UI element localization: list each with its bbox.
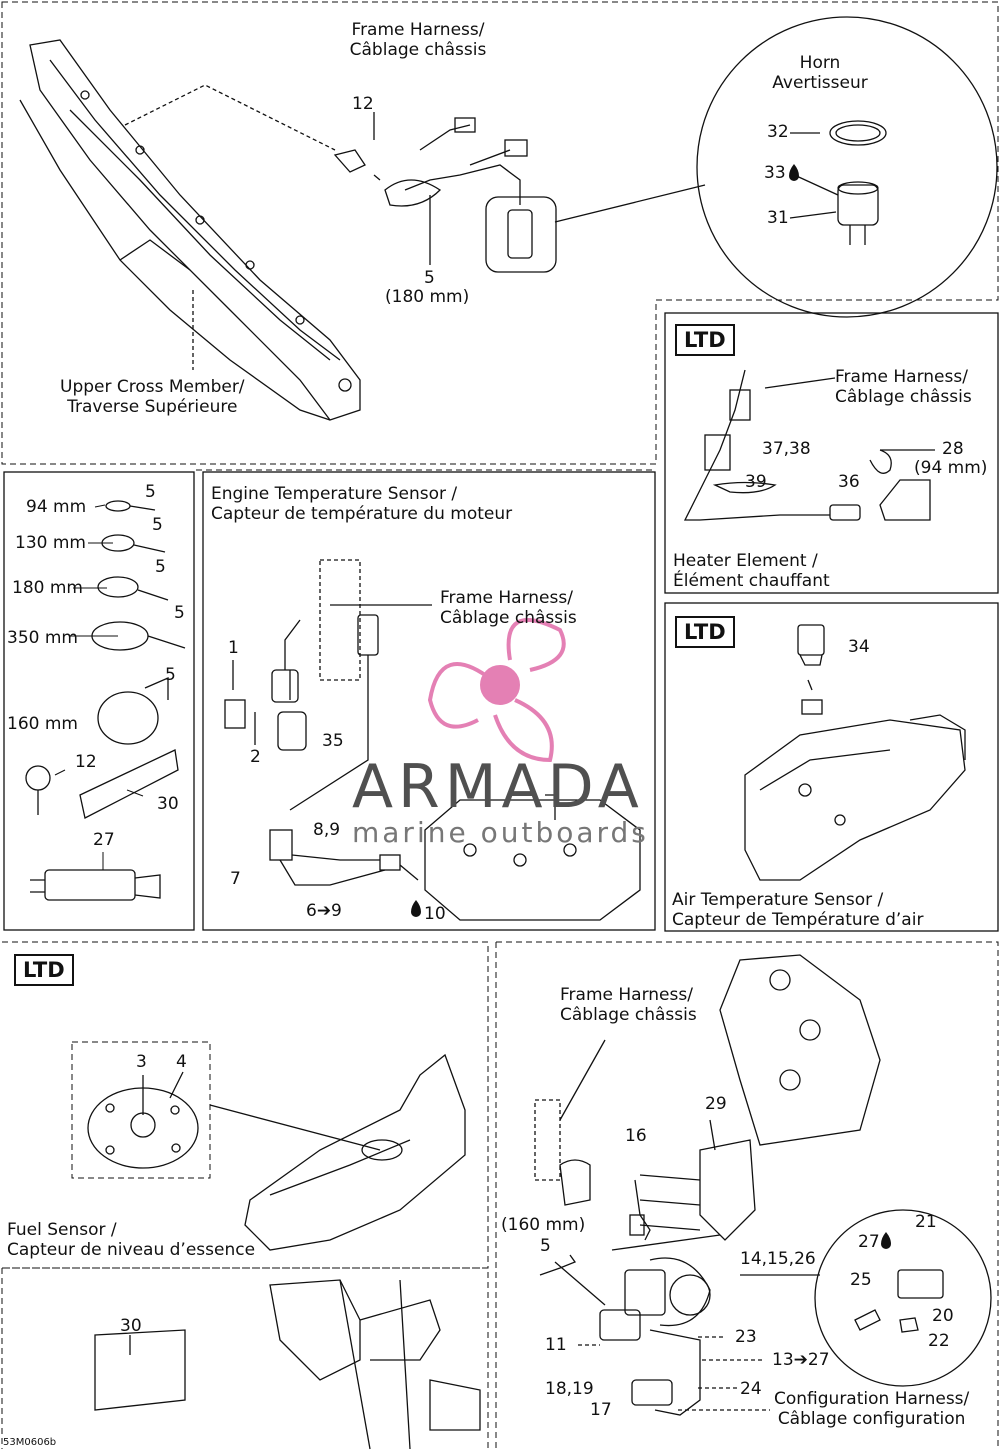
callout-39: 39 bbox=[745, 472, 767, 492]
tie-94mm-label: 94 mm bbox=[26, 497, 87, 517]
callout-4: 4 bbox=[176, 1052, 187, 1072]
heater-panel bbox=[664, 312, 999, 594]
callout-1: 1 bbox=[228, 638, 239, 658]
callout-5: 5 bbox=[424, 268, 435, 288]
callout-7: 7 bbox=[230, 869, 241, 889]
callout-28: 28 bbox=[942, 439, 964, 459]
frame-outline bbox=[19, 39, 361, 421]
callout-11: 11 bbox=[545, 1335, 567, 1355]
drawing-code: 53M0606b bbox=[3, 1437, 57, 1448]
engine-temp-sensor-title: Engine Temperature Sensor / Capteur de t… bbox=[211, 484, 513, 524]
drop-icon-27 bbox=[881, 1232, 891, 1249]
callout-27: 27 bbox=[93, 830, 115, 850]
callout-28-length: (94 mm) bbox=[914, 458, 988, 478]
fuel-detail-box bbox=[71, 1041, 211, 1179]
callout-31: 31 bbox=[767, 208, 789, 228]
drop-icon-10 bbox=[411, 900, 421, 917]
callout-33: 33 bbox=[764, 163, 786, 183]
drop-icon-33 bbox=[789, 164, 799, 181]
callout-17: 17 bbox=[590, 1400, 612, 1420]
screw-callout-12: 12 bbox=[75, 752, 97, 772]
callout-14-15-26: 14,15,26 bbox=[740, 1249, 816, 1269]
air-temp-sensor-title: Air Temperature Sensor / Capteur de Temp… bbox=[672, 890, 924, 930]
config-panel-border bbox=[495, 941, 999, 1449]
callout-24: 24 bbox=[740, 1379, 762, 1399]
heater-frame-harness-label: Frame Harness/ Câblage châssis bbox=[835, 367, 972, 407]
armada-watermark-brand: ARMADA bbox=[352, 752, 644, 822]
callout-8-9: 8,9 bbox=[313, 820, 341, 840]
tie-callout-5c: 5 bbox=[155, 557, 166, 577]
callout-6-9: 6➔9 bbox=[306, 901, 342, 921]
tie-160mm-label: 160 mm bbox=[7, 714, 78, 734]
armada-propeller-watermark bbox=[427, 618, 566, 763]
config-detail-circle bbox=[814, 1209, 992, 1387]
fuel-sensor-title: Fuel Sensor / Capteur de niveau d’essenc… bbox=[7, 1220, 256, 1260]
top-panel-border bbox=[1, 1, 999, 465]
fuel-ltd-badge: LTD bbox=[14, 954, 74, 986]
config-callout-5: 5 bbox=[540, 1236, 551, 1256]
engine-panel bbox=[202, 471, 656, 931]
callout-32: 32 bbox=[767, 122, 789, 142]
callout-10: 10 bbox=[424, 904, 446, 924]
callout-23: 23 bbox=[735, 1327, 757, 1347]
callout-16: 16 bbox=[625, 1126, 647, 1146]
config-frame-harness-label: Frame Harness/ Câblage châssis bbox=[560, 985, 697, 1025]
callout-20: 20 bbox=[932, 1306, 954, 1326]
heater-element-title: Heater Element / Élément chauffant bbox=[673, 551, 830, 591]
tie-350mm-label: 350 mm bbox=[7, 628, 78, 648]
engine-frame-harness-label: Frame Harness/ Câblage châssis bbox=[440, 588, 577, 628]
heater-ltd-badge: LTD bbox=[675, 324, 735, 356]
fuel-panel-border bbox=[1, 941, 489, 1449]
configuration-harness-title: Configuration Harness/ Câblage configura… bbox=[774, 1389, 970, 1429]
horn-label: Horn Avertisseur bbox=[772, 53, 868, 93]
config-callout-27: 27 bbox=[858, 1232, 880, 1252]
tie-180mm-label: 180 mm bbox=[12, 578, 83, 598]
callout-35: 35 bbox=[322, 731, 344, 751]
top-frame-harness-label: Frame Harness/ Câblage châssis bbox=[349, 20, 487, 60]
callout-21: 21 bbox=[915, 1212, 937, 1232]
horn-detail-circle bbox=[696, 16, 998, 318]
callout-18-19: 18,19 bbox=[545, 1379, 594, 1399]
callout-3: 3 bbox=[136, 1052, 147, 1072]
tie-callout-5d: 5 bbox=[174, 603, 185, 623]
tie-callout-5e: 5 bbox=[165, 665, 176, 685]
tie-callout-5b: 5 bbox=[152, 515, 163, 535]
callout-22: 22 bbox=[928, 1331, 950, 1351]
tie-130mm-label: 130 mm bbox=[15, 533, 86, 553]
air-ltd-badge: LTD bbox=[675, 616, 735, 648]
horn-connector-detail bbox=[485, 196, 557, 273]
callout-13-27: 13➔27 bbox=[772, 1350, 830, 1370]
callout-5-length: (180 mm) bbox=[385, 287, 470, 307]
callout-36: 36 bbox=[838, 472, 860, 492]
callout-25: 25 bbox=[850, 1270, 872, 1290]
callout-30: 30 bbox=[157, 794, 179, 814]
callout-12: 12 bbox=[352, 94, 374, 114]
callout-34: 34 bbox=[848, 637, 870, 657]
tie-callout-5a: 5 bbox=[145, 482, 156, 502]
callout-37-38: 37,38 bbox=[762, 439, 811, 459]
callout-29: 29 bbox=[705, 1094, 727, 1114]
callout-2: 2 bbox=[250, 747, 261, 767]
upper-cross-member-label: Upper Cross Member/ Traverse Supérieure bbox=[60, 377, 245, 417]
bottom-callout-30: 30 bbox=[120, 1316, 142, 1336]
ties-panel bbox=[3, 471, 195, 931]
air-panel bbox=[664, 602, 999, 932]
callout-160mm: (160 mm) bbox=[501, 1215, 586, 1235]
armada-watermark-sub: marine outboards bbox=[352, 816, 649, 849]
